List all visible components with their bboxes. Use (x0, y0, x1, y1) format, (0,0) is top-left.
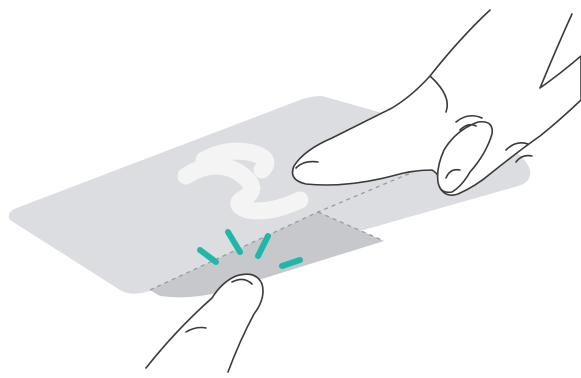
illustration-canvas (0, 0, 581, 378)
gesture-illustration (0, 0, 581, 378)
